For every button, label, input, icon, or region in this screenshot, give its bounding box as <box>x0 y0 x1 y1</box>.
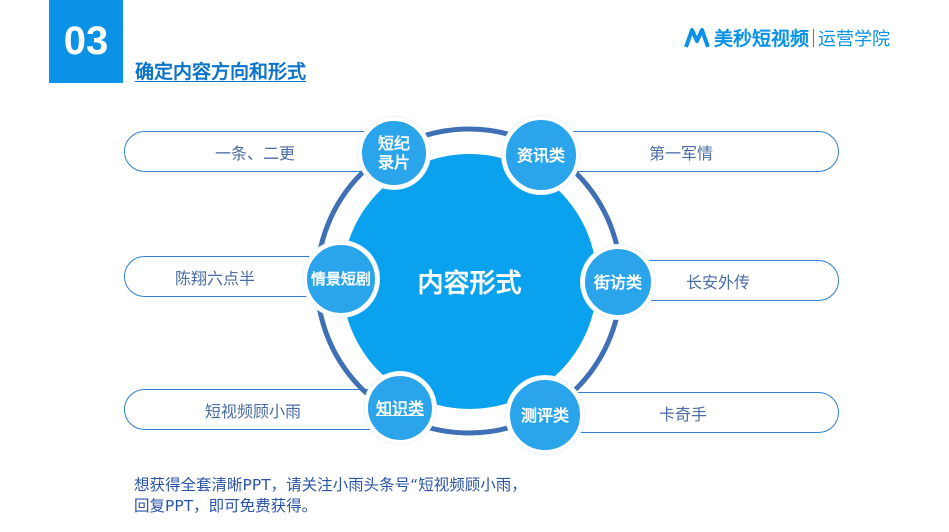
pill-bottom-left: 短视频顾小雨 <box>124 389 404 430</box>
node-label: 短纪 录片 <box>377 134 410 172</box>
footer-note: 想获得全套清晰PPT，请关注小雨头条号“短视频顾小雨，回复PPT，即可免费获得。 <box>134 476 527 515</box>
page-title: 确定内容方向和形式 <box>135 61 307 83</box>
section-number: 03 <box>49 0 123 83</box>
node-label: 情景短剧 <box>310 269 371 288</box>
pill-label: 卡奇手 <box>659 404 708 424</box>
pill-label: 陈翔六点半 <box>175 268 256 288</box>
center-label: 内容形式 <box>417 269 522 299</box>
pill-top-left: 一条、二更 <box>124 131 402 172</box>
pill-top-right: 第一军情 <box>545 131 839 172</box>
brand-name: 美秒短视频 <box>714 28 810 50</box>
node-label: 测评类 <box>520 405 569 425</box>
brand-divider <box>813 28 815 47</box>
node-news: 资讯类 <box>502 116 580 194</box>
node-knowledge: 知识类 <box>364 372 436 444</box>
brand-logo: 美秒短视频 运营学院 <box>684 24 890 51</box>
node-documentary: 短纪 录片 <box>358 117 430 189</box>
pill-label: 短视频顾小雨 <box>205 401 302 421</box>
brand-mark-icon <box>684 27 710 48</box>
center-circle: 内容形式 <box>342 154 597 409</box>
node-sketch: 情景短剧 <box>303 241 379 317</box>
brand-sub: 运营学院 <box>818 28 891 50</box>
node-label: 知识类 <box>375 398 424 418</box>
node-review: 测评类 <box>506 376 584 454</box>
node-street-interview: 街访类 <box>581 245 655 319</box>
node-label: 资讯类 <box>516 145 565 165</box>
pill-bottom-right: 卡奇手 <box>545 392 839 433</box>
node-label: 街访类 <box>593 272 642 292</box>
pill-label: 长安外传 <box>686 272 751 292</box>
pill-label: 第一军情 <box>649 143 714 163</box>
pill-label: 一条、二更 <box>215 143 296 163</box>
